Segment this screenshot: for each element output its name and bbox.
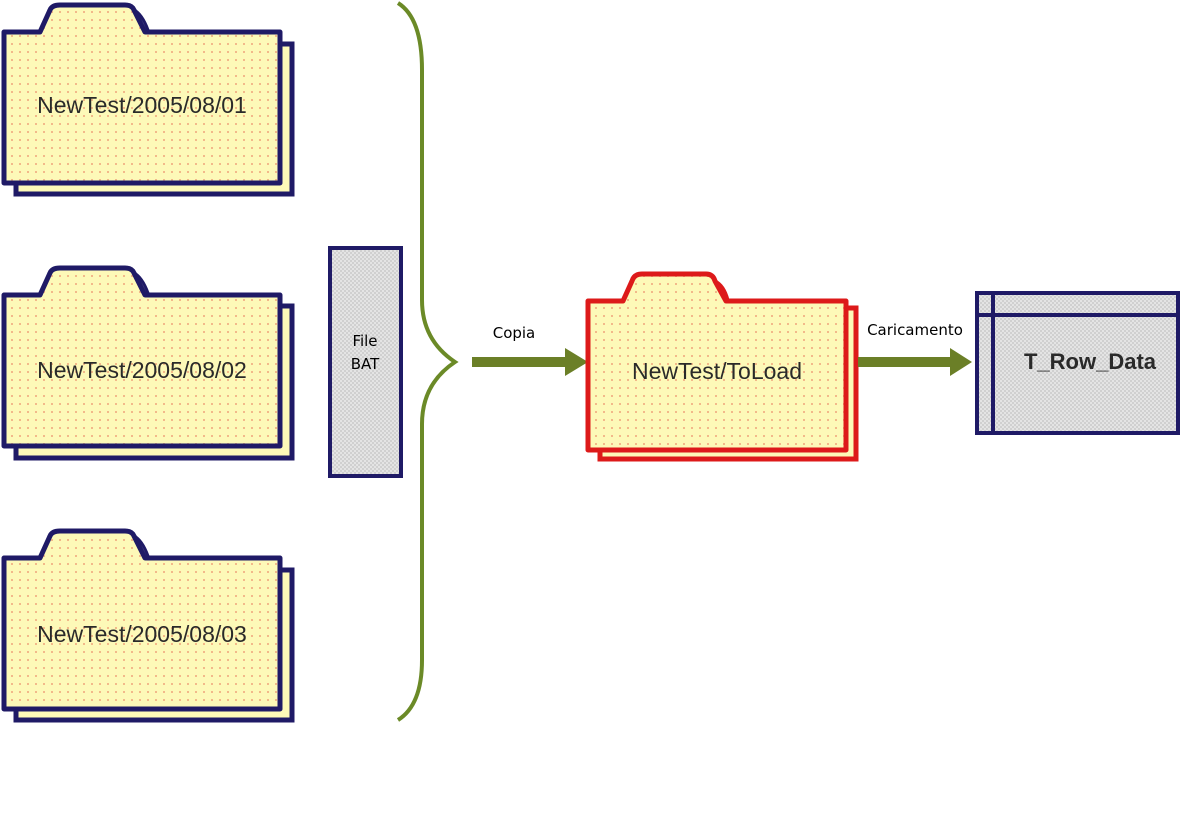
source-folder-label: NewTest/2005/08/02 (37, 357, 247, 383)
source-folder-3: NewTest/2005/08/03 (1, 528, 295, 723)
database-table: T_Row_Data (975, 291, 1180, 435)
load-arrow: Caricamento (858, 321, 972, 376)
source-folder-1: NewTest/2005/08/01 (1, 2, 295, 197)
bat-file: File BAT (328, 246, 403, 478)
bat-file-label-line2: BAT (351, 355, 380, 373)
target-folder-label: NewTest/ToLoad (632, 358, 802, 384)
source-folder-label: NewTest/2005/08/03 (37, 621, 247, 647)
grouping-brace (396, 1, 459, 722)
copy-arrow: Copia (472, 324, 588, 376)
copy-arrow-label: Copia (493, 324, 536, 342)
table-label: T_Row_Data (1024, 349, 1157, 374)
source-folder-2: NewTest/2005/08/02 (1, 265, 295, 461)
target-folder: NewTest/ToLoad (585, 271, 859, 462)
bat-file-label-line1: File (352, 332, 377, 350)
load-arrow-label: Caricamento (867, 321, 963, 339)
source-folder-label: NewTest/2005/08/01 (37, 92, 247, 118)
